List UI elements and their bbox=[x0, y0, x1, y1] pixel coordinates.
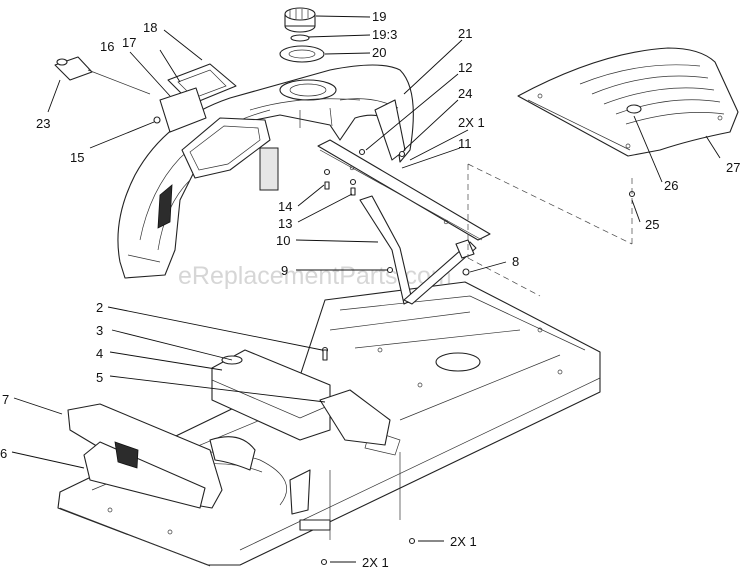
hardware-screws bbox=[320, 148, 636, 566]
cap-gasket bbox=[290, 34, 310, 42]
callout-17: 17 bbox=[122, 35, 136, 50]
callout-12: 12 bbox=[458, 60, 472, 75]
callout-3: 3 bbox=[96, 323, 103, 338]
callout-10: 10 bbox=[276, 233, 290, 248]
callout-5: 5 bbox=[96, 370, 103, 385]
callout-24: 24 bbox=[458, 86, 472, 101]
callout-26: 26 bbox=[664, 178, 678, 193]
front-panel bbox=[67, 403, 223, 509]
callout-9: 9 bbox=[281, 263, 288, 278]
callout-19: 19 bbox=[372, 9, 386, 24]
watermark-text: eReplacementParts.com bbox=[178, 262, 452, 290]
callout-19-3: 19:3 bbox=[372, 27, 397, 42]
fuel-gauge-bracket bbox=[159, 87, 207, 133]
callout-20: 20 bbox=[372, 45, 386, 60]
callout-6: 6 bbox=[0, 446, 7, 461]
bracket-bolt-9 bbox=[386, 266, 394, 274]
callout-2x1-bottom: 2X 1 bbox=[362, 555, 389, 570]
callout-labels: 19 19:3 20 21 12 24 2X 1 11 18 17 16 23 … bbox=[0, 9, 740, 570]
fuel-cap bbox=[284, 7, 316, 33]
callout-25: 25 bbox=[645, 217, 659, 232]
callout-23: 23 bbox=[36, 116, 50, 131]
callout-2: 2 bbox=[96, 300, 103, 315]
callout-2x1-right: 2X 1 bbox=[450, 534, 477, 549]
callout-16: 16 bbox=[100, 39, 114, 54]
fuel-gauge-screw bbox=[153, 116, 161, 124]
callout-14: 14 bbox=[278, 199, 292, 214]
fuel-sender bbox=[54, 56, 151, 95]
callout-8: 8 bbox=[512, 254, 519, 269]
callout-4: 4 bbox=[96, 346, 103, 361]
callout-2x1-top: 2X 1 bbox=[458, 115, 485, 130]
fuel-tank-ring bbox=[279, 45, 325, 63]
callout-21: 21 bbox=[458, 26, 472, 41]
callout-7: 7 bbox=[2, 392, 9, 407]
callout-13: 13 bbox=[278, 216, 292, 231]
leader-lines bbox=[11, 15, 721, 563]
seat-support-bar bbox=[319, 389, 391, 446]
seat-bracket-frame bbox=[359, 195, 477, 305]
callout-18: 18 bbox=[143, 20, 157, 35]
seat-bracket-upper bbox=[317, 139, 491, 241]
callout-27: 27 bbox=[726, 160, 740, 175]
callout-11: 11 bbox=[458, 136, 472, 151]
phantom-outline bbox=[467, 163, 633, 297]
callout-15: 15 bbox=[70, 150, 84, 165]
bracket-bolt-8 bbox=[462, 268, 470, 276]
grille-cover bbox=[517, 47, 739, 157]
